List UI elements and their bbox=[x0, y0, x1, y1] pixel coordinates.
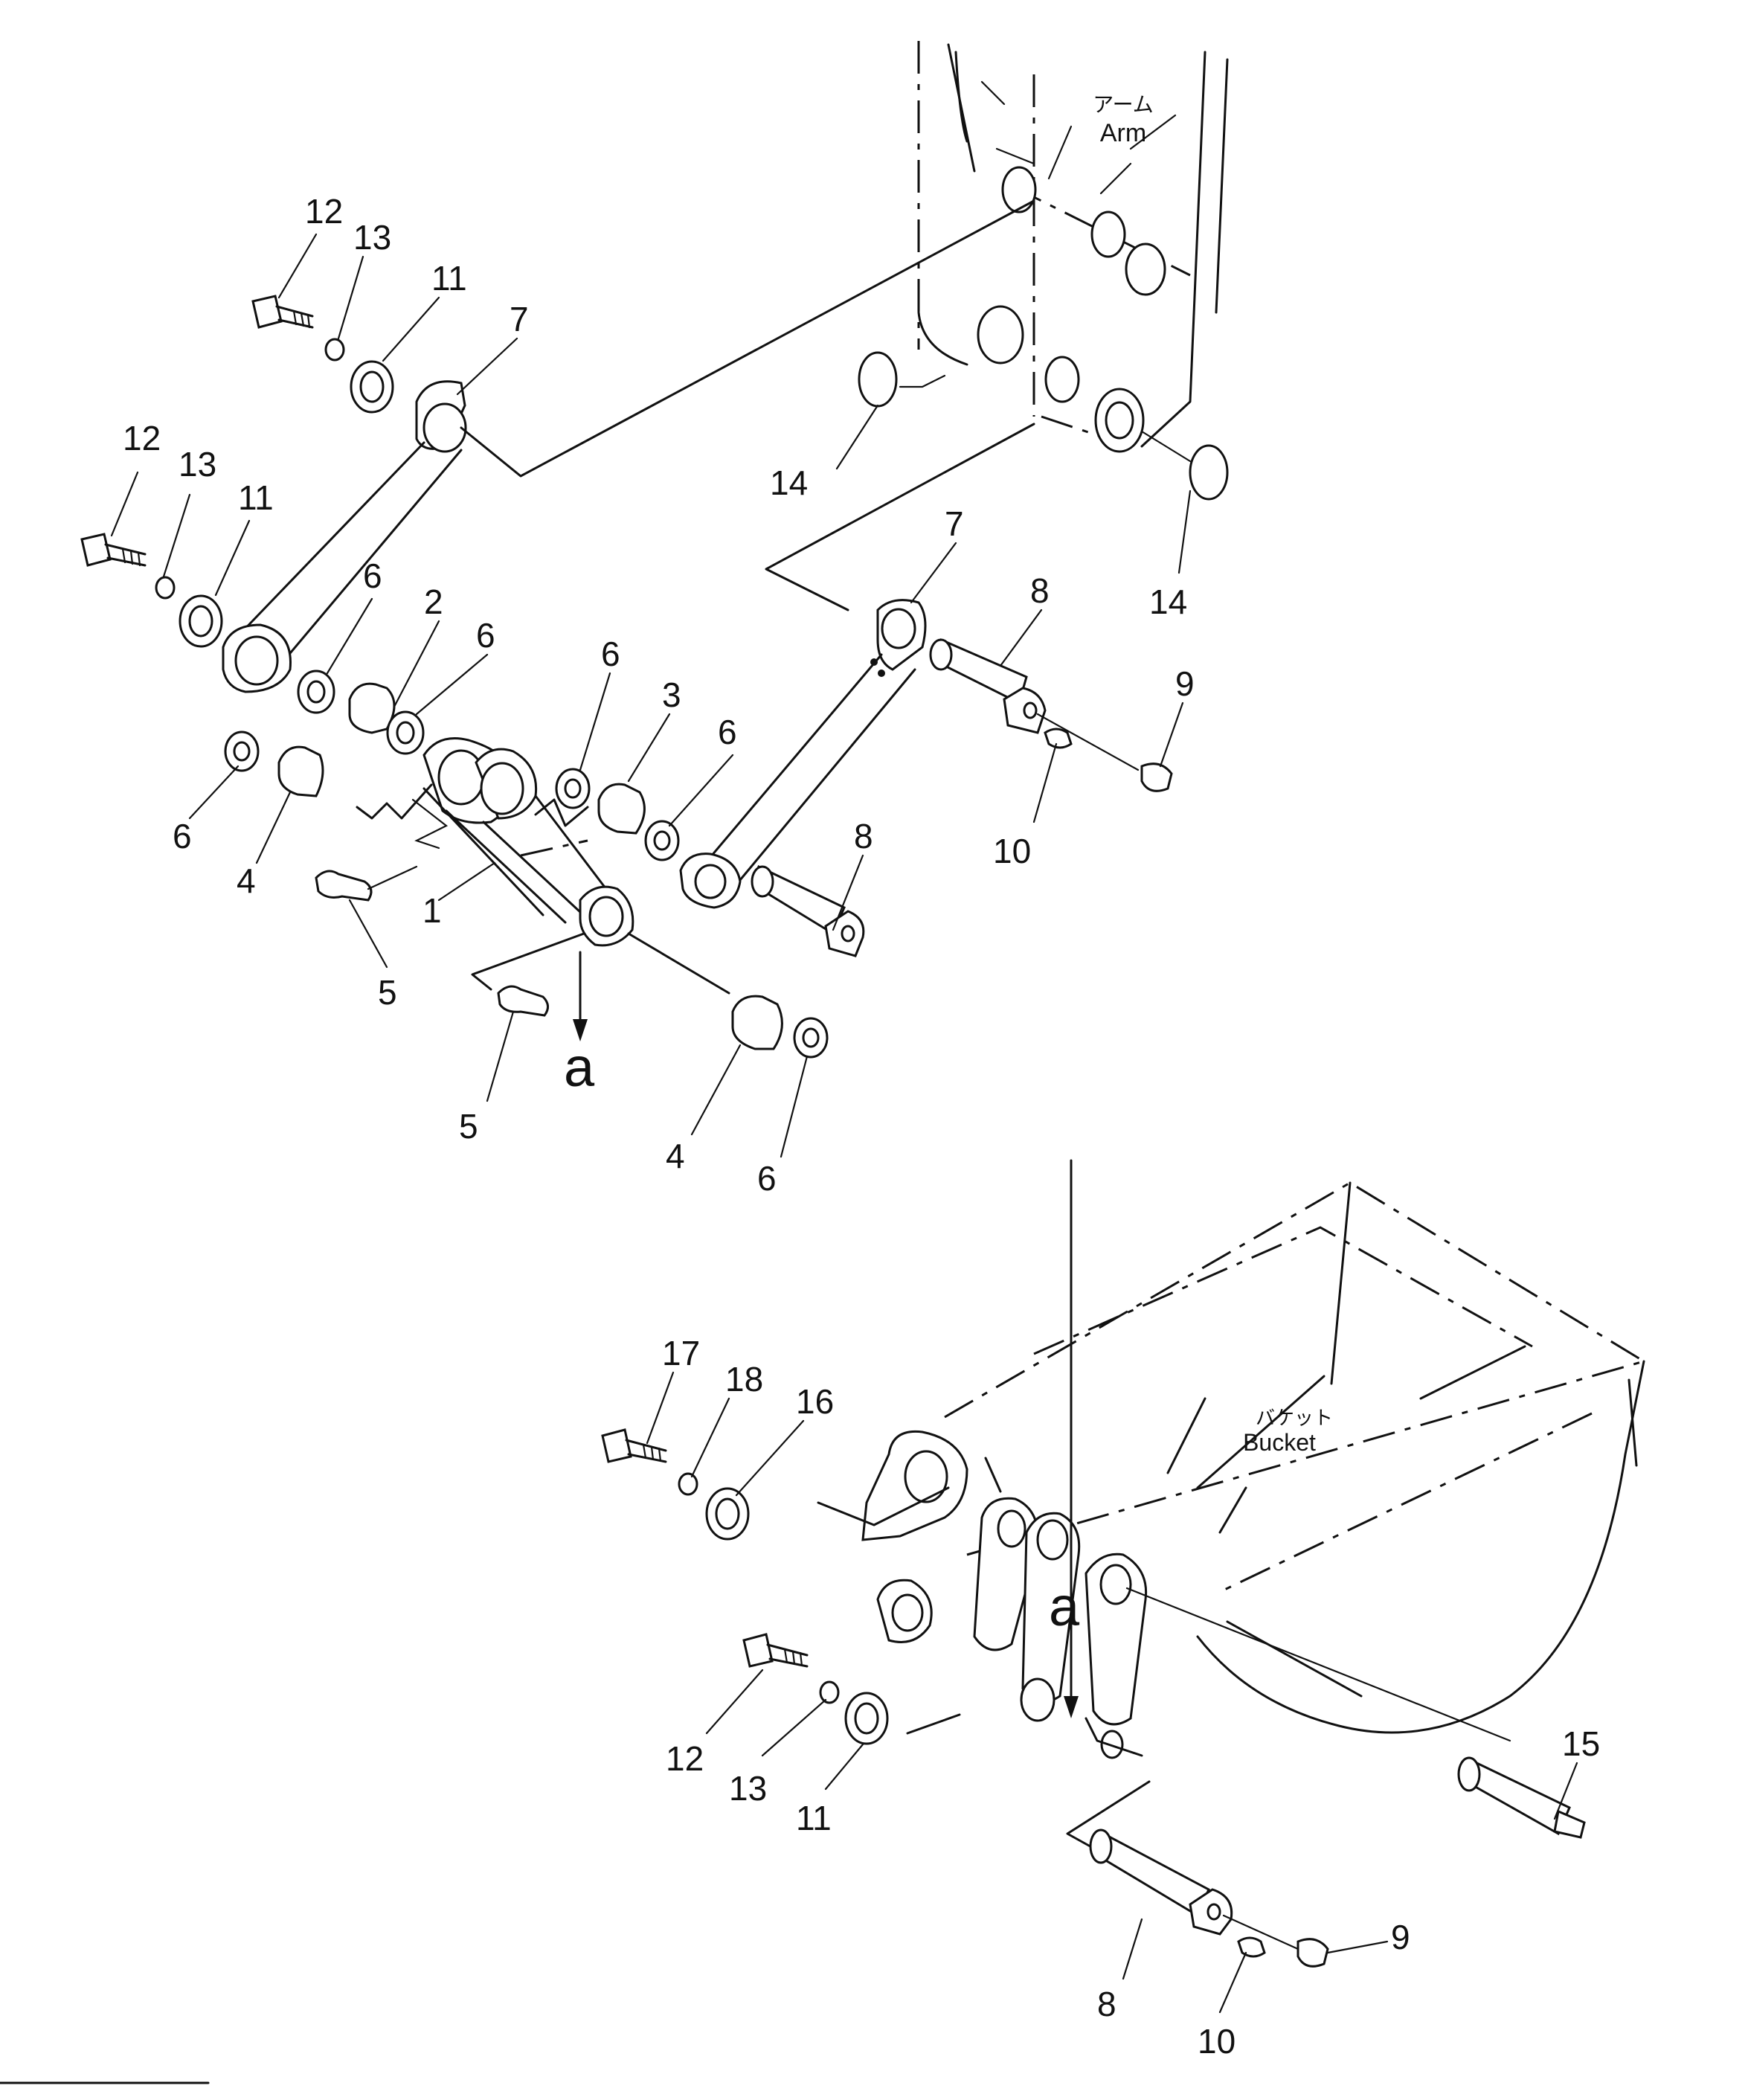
callout-4: 4 bbox=[666, 1137, 685, 1175]
lock-9-upper bbox=[1140, 762, 1173, 792]
callout-14: 14 bbox=[1149, 582, 1187, 621]
callout-4: 4 bbox=[237, 861, 256, 900]
arm-boss-lower-left bbox=[977, 305, 1024, 365]
link-7-right bbox=[679, 599, 927, 909]
arm-assembly: アーム Arm bbox=[917, 41, 1229, 453]
callout-17: 17 bbox=[662, 1334, 700, 1372]
callout-12: 12 bbox=[123, 419, 161, 457]
callout-5: 5 bbox=[378, 973, 397, 1012]
callout-8: 8 bbox=[854, 817, 873, 855]
bushing-2 bbox=[348, 682, 396, 734]
callout-7: 7 bbox=[945, 504, 964, 543]
callout-11: 11 bbox=[796, 1799, 832, 1837]
callout-10: 10 bbox=[993, 832, 1031, 870]
washer-13-upper bbox=[324, 338, 345, 362]
callout-5: 5 bbox=[459, 1107, 478, 1146]
view-mark-a-upper: a bbox=[564, 1036, 595, 1098]
linkage-1 bbox=[411, 737, 634, 947]
arm-boss-upper-right bbox=[1125, 243, 1166, 296]
cotter-10-upper bbox=[1044, 728, 1073, 749]
bucket-assembly: バケット Bucket bbox=[861, 1181, 1647, 1759]
pin-8-middle bbox=[751, 865, 865, 957]
callout-7: 7 bbox=[510, 300, 529, 338]
grease-fitting-5-upper bbox=[315, 865, 418, 902]
pin-8-upper bbox=[929, 638, 1140, 771]
callout-8: 8 bbox=[1097, 1985, 1116, 2023]
callout-14: 14 bbox=[770, 463, 808, 502]
bucket-label-jp: バケット bbox=[1256, 1407, 1333, 1429]
callout-9: 9 bbox=[1175, 664, 1195, 703]
callout-15: 15 bbox=[1562, 1724, 1600, 1763]
bucket-label-en: Bucket bbox=[1243, 1429, 1316, 1456]
link-7-left bbox=[222, 380, 467, 693]
callout-numbers: 12 13 11 7 12 13 11 14 14 6 2 6 6 3 6 7 … bbox=[123, 192, 1600, 2061]
leader-lines bbox=[110, 233, 1578, 2014]
bushing-3 bbox=[597, 783, 646, 835]
callout-6: 6 bbox=[718, 713, 737, 751]
callout-18: 18 bbox=[725, 1360, 763, 1399]
arm-label-en: Arm bbox=[1100, 119, 1146, 147]
callout-6: 6 bbox=[757, 1159, 777, 1198]
callout-11: 11 bbox=[431, 259, 467, 298]
o-ring-14-left bbox=[858, 351, 898, 408]
pin-15 bbox=[1457, 1756, 1586, 1839]
callout-6: 6 bbox=[173, 817, 192, 855]
arm-boss-lower-mid bbox=[1044, 356, 1080, 403]
callout-11: 11 bbox=[238, 478, 274, 517]
callout-6: 6 bbox=[601, 635, 620, 673]
arm-boss-upper-left bbox=[1001, 166, 1037, 213]
callout-9: 9 bbox=[1391, 1918, 1410, 1956]
bolt-12-middle bbox=[80, 533, 147, 567]
callout-12: 12 bbox=[666, 1739, 704, 1778]
callout-13: 13 bbox=[729, 1769, 767, 1808]
callout-13: 13 bbox=[353, 218, 391, 257]
bushing-4-lower bbox=[731, 995, 783, 1050]
callout-2: 2 bbox=[424, 582, 443, 621]
washer-13-lower bbox=[819, 1680, 840, 1704]
bushing-4-upper bbox=[277, 745, 324, 797]
bolt-17 bbox=[601, 1428, 667, 1463]
callout-13: 13 bbox=[179, 445, 216, 484]
callout-8: 8 bbox=[1030, 571, 1050, 610]
washer-13-middle bbox=[155, 576, 176, 600]
washer-18 bbox=[678, 1472, 698, 1496]
pin-8-lower bbox=[1089, 1828, 1299, 1950]
bolt-12-lower bbox=[742, 1633, 809, 1668]
cotter-10-lower bbox=[1237, 1936, 1266, 1958]
callout-12: 12 bbox=[305, 192, 343, 231]
arm-boss-upper-mid bbox=[1090, 211, 1126, 258]
view-mark-a-lower: a bbox=[1049, 1576, 1080, 1637]
arm-label-jp: アーム bbox=[1093, 93, 1153, 116]
callout-10: 10 bbox=[1198, 2022, 1236, 2061]
callout-1: 1 bbox=[422, 891, 442, 930]
bolt-12-upper bbox=[251, 295, 314, 329]
lock-9-lower bbox=[1296, 1938, 1329, 1968]
callout-16: 16 bbox=[796, 1382, 834, 1421]
callout-6: 6 bbox=[476, 616, 495, 655]
o-ring-14-right bbox=[1189, 444, 1229, 501]
callout-6: 6 bbox=[363, 556, 382, 595]
callout-3: 3 bbox=[662, 675, 681, 714]
grease-fitting-5-lower bbox=[497, 985, 549, 1017]
